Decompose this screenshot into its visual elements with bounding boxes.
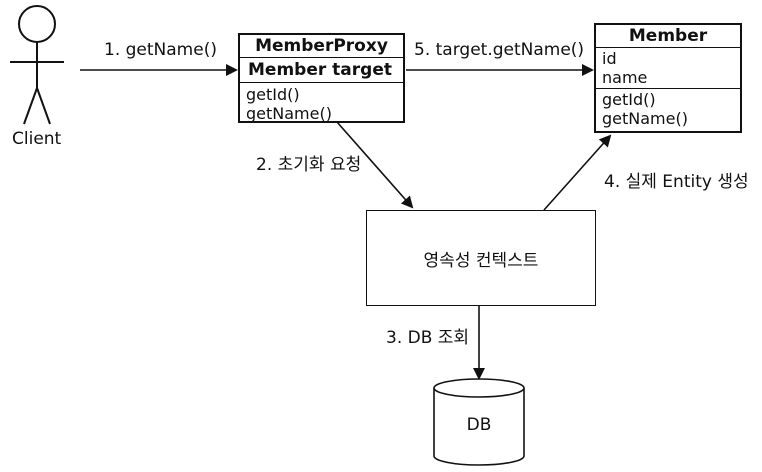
member-title: Member bbox=[596, 25, 740, 48]
member-methods: getId() getName() bbox=[596, 89, 740, 129]
client-label: Client bbox=[12, 129, 62, 149]
member-field: name bbox=[602, 68, 648, 87]
member-method: getId() bbox=[602, 90, 656, 109]
member-proxy-method: getId() bbox=[246, 85, 300, 104]
database-label: DB bbox=[467, 415, 492, 435]
member-method: getName() bbox=[602, 109, 688, 128]
member-proxy-methods: getId() getName() bbox=[240, 83, 403, 123]
member-proxy-method: getName() bbox=[246, 104, 332, 123]
edge-create-entity bbox=[543, 134, 612, 211]
client-actor-icon bbox=[10, 5, 64, 125]
edge-label-step5: 5. target.getName() bbox=[414, 40, 585, 60]
edge-init-request bbox=[336, 121, 414, 209]
database-cylinder-icon bbox=[433, 378, 525, 466]
member-fields: id name bbox=[596, 48, 740, 89]
member-proxy-title: MemberProxy bbox=[240, 35, 403, 58]
edge-label-step4: 4. 실제 Entity 생성 bbox=[604, 172, 749, 192]
edge-label-step3: 3. DB 조회 bbox=[386, 328, 470, 348]
persistence-context-label: 영속성 컨텍스트 bbox=[423, 250, 539, 271]
persistence-context-box: 영속성 컨텍스트 bbox=[366, 210, 596, 306]
member-class-box: Member id name getId() getName() bbox=[594, 23, 742, 133]
edge-label-step2: 2. 초기화 요청 bbox=[256, 155, 362, 175]
edge-label-step1: 1. getName() bbox=[104, 40, 217, 60]
member-proxy-field: Member target bbox=[240, 58, 403, 83]
member-field: id bbox=[602, 49, 617, 68]
member-proxy-class-box: MemberProxy Member target getId() getNam… bbox=[238, 33, 405, 123]
